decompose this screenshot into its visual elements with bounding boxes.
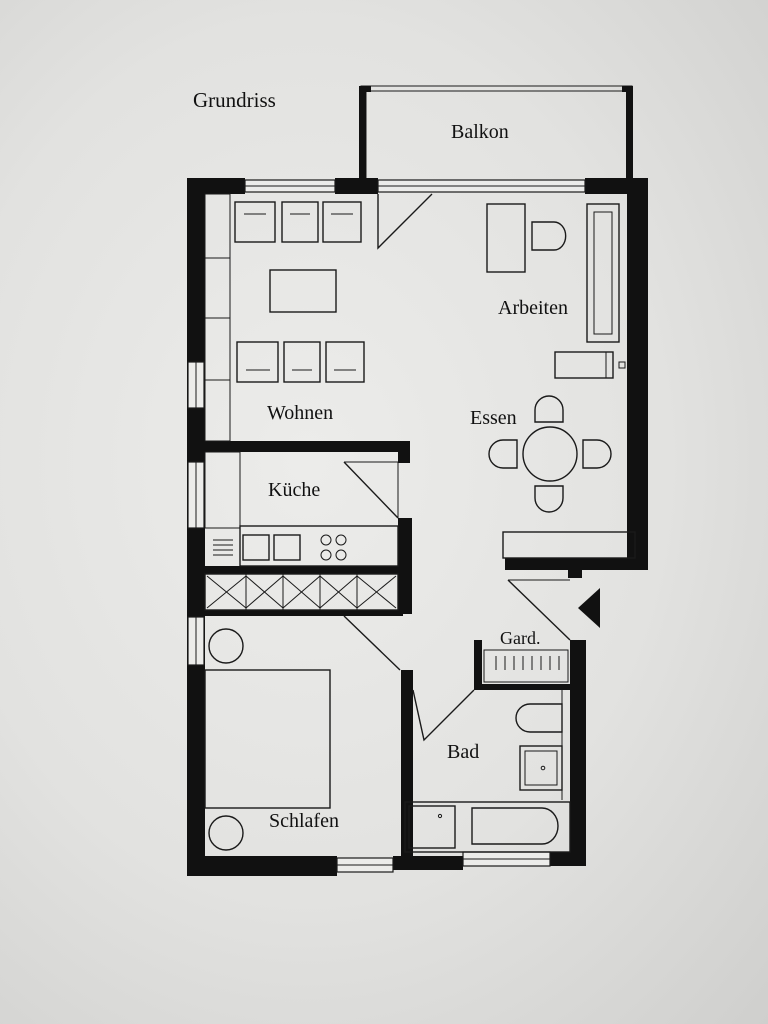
bathroom-furniture [404,690,571,853]
windows [187,179,586,873]
dining-furniture [488,395,636,559]
living-furniture [204,193,365,442]
kitchen-furniture [204,451,399,611]
walls [187,178,648,876]
triangle-arrow-icon [578,588,600,628]
bedroom-furniture [204,628,331,851]
plan-title: Grundriss [193,88,276,112]
room-label-essen: Essen [470,407,517,429]
room-label-wohnen: Wohnen [267,402,333,424]
office-furniture [486,203,626,379]
room-label-schlafen: Schlafen [269,810,339,832]
room-label-bad: Bad [447,741,479,763]
doors [343,193,571,742]
wardrobe-furniture [483,649,569,683]
room-label-balkon: Balkon [451,121,509,143]
room-label-kueche: Küche [268,479,320,501]
room-label-gard: Gard. [500,628,540,648]
room-label-arbeiten: Arbeiten [498,297,568,319]
